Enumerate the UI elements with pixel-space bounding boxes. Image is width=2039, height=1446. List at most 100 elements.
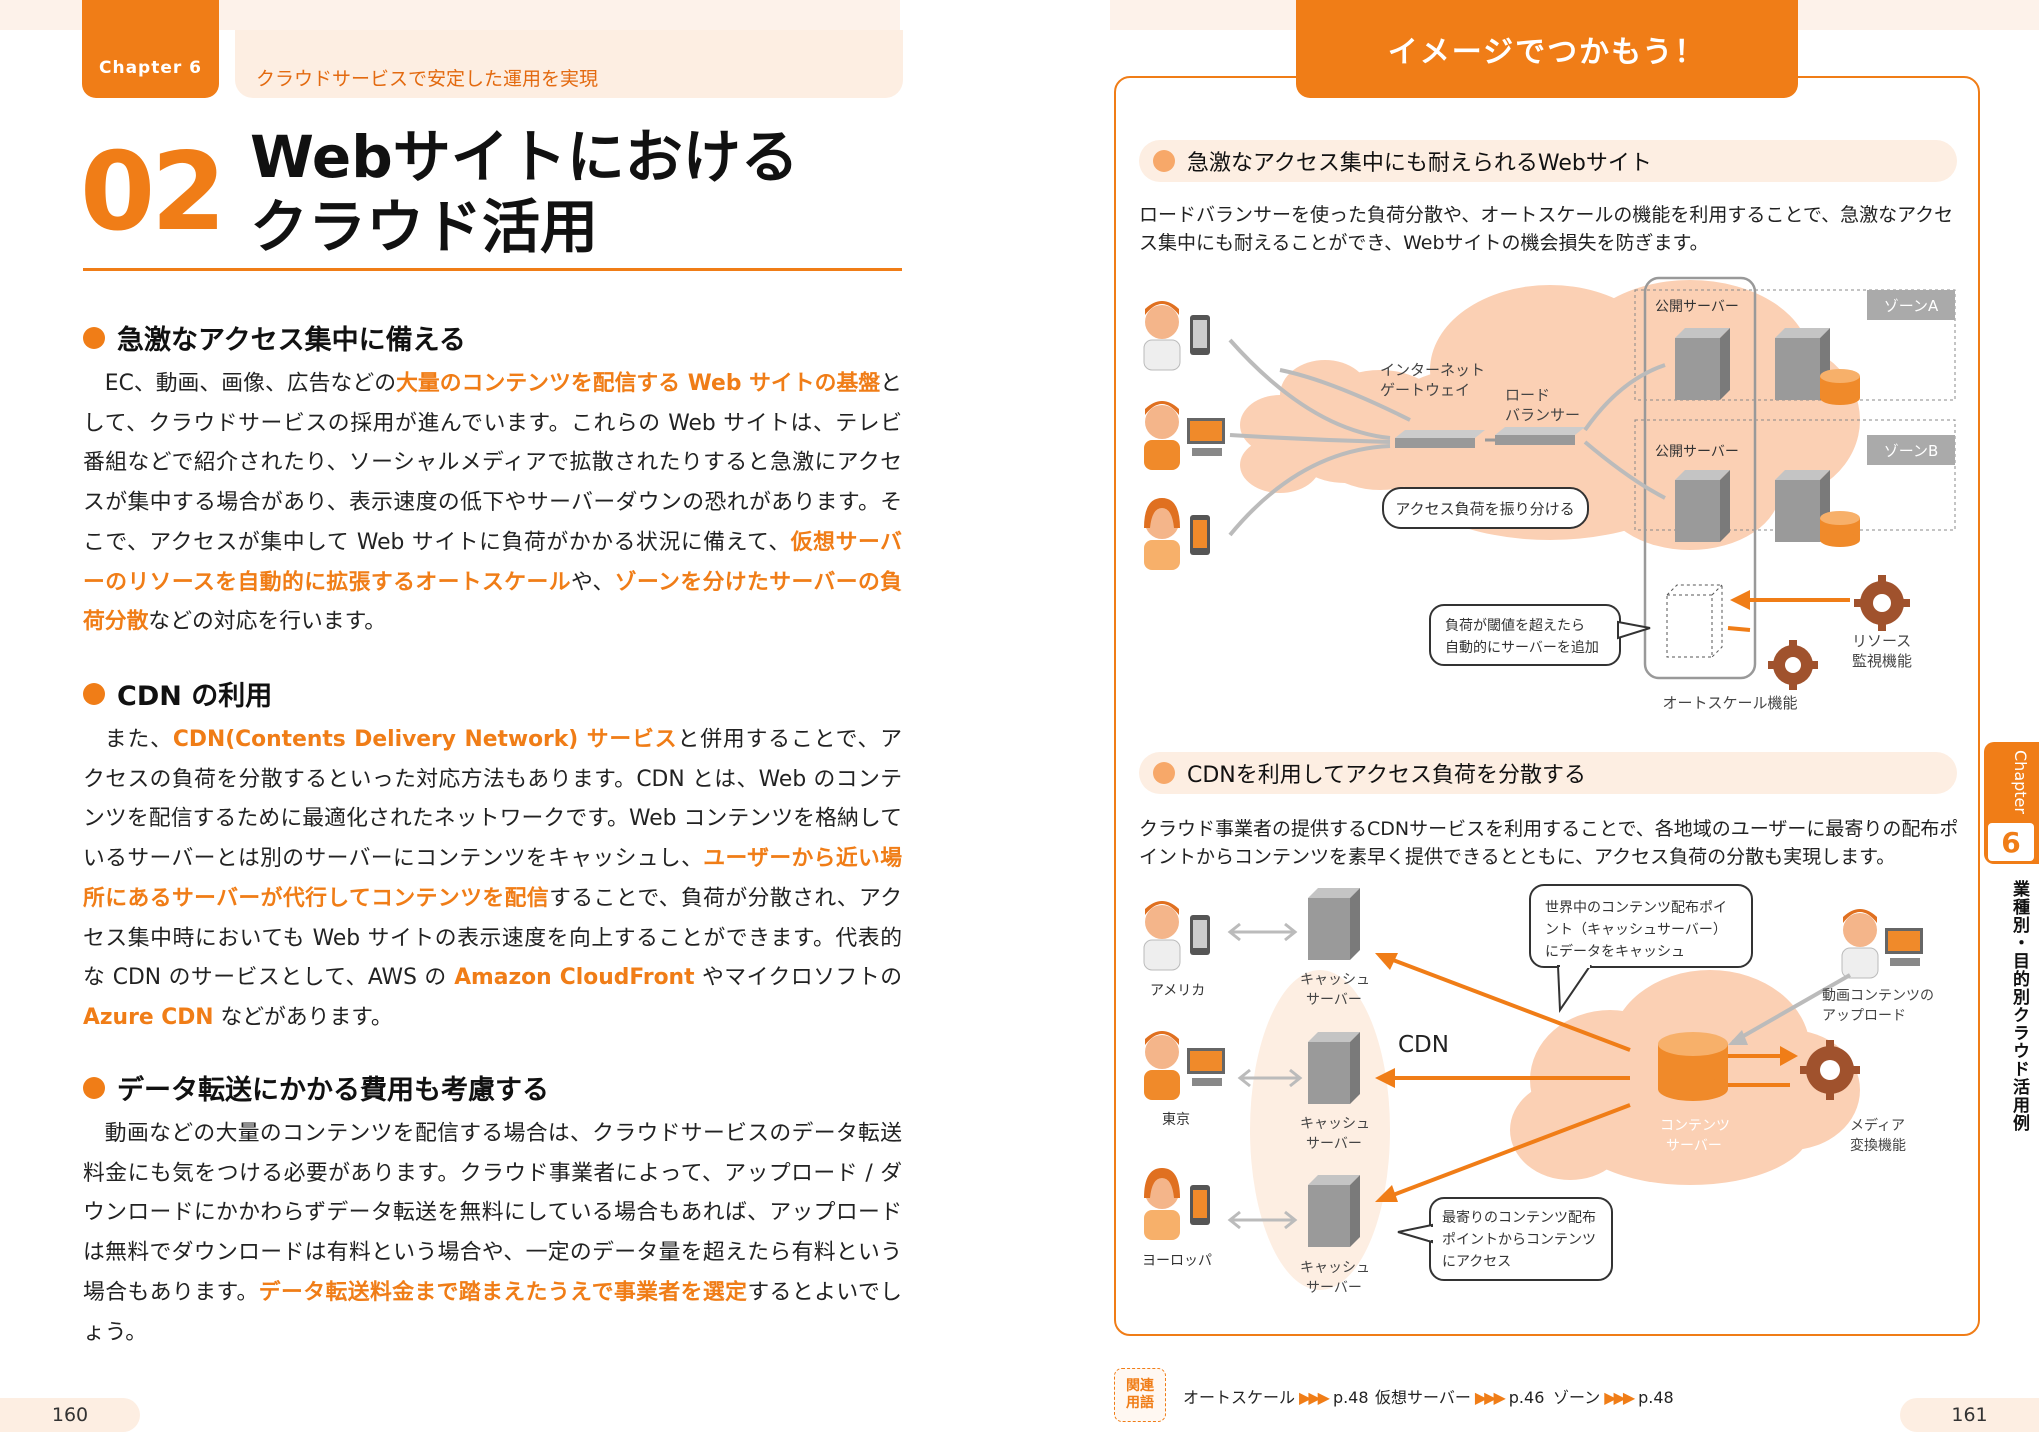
paragraph-access-surge: EC、動画、画像、広告などの大量のコンテンツを配信する Web サイトの基盤とし… — [83, 364, 902, 642]
side-chapter-label: Chapter — [2011, 750, 2030, 814]
cache-server-icon — [1308, 1032, 1360, 1104]
desktop-pc-icon — [1885, 928, 1923, 966]
body-text: として、クラウドサービスの採用が進んでいます。これらの Web サイトは、テレビ… — [83, 371, 902, 555]
server-icon — [1775, 470, 1830, 542]
callout-add-line1: 負荷が閾値を超えたら — [1445, 618, 1585, 634]
monitor-label-2: 監視機能 — [1852, 652, 1912, 670]
related-term-page: p.48 — [1638, 1388, 1674, 1407]
diagram1-heading: 急激なアクセス集中にも耐えられるWebサイト — [1139, 140, 1957, 182]
diagram-load-balancing: ゾーンA ゾーンB 公開サーバー 公開サーバー — [1143, 276, 1956, 712]
user-avatar-icon — [1144, 401, 1180, 470]
paragraph-body: また、CDN(Contents Delivery Network) サービスと併… — [83, 720, 902, 1038]
body-text: EC、動画、画像、広告などの — [104, 371, 397, 396]
label-tokyo: 東京 — [1162, 1112, 1190, 1128]
highlight-text: CDN(Contents Delivery Network) サービス — [172, 727, 678, 752]
related-term-text: ゾーン — [1553, 1388, 1601, 1407]
monitor-arrows — [1727, 598, 1850, 632]
media-label-2: 変換機能 — [1850, 1137, 1906, 1154]
user-avatar-icon — [1144, 1031, 1180, 1100]
autoscale-label: オートスケール機能 — [1662, 694, 1797, 712]
bullet-dot-icon — [1153, 150, 1175, 172]
arrowhead — [1728, 1030, 1748, 1045]
section-title-line1: Webサイトにおける — [250, 123, 799, 191]
content-cloud — [1510, 970, 1860, 1185]
access-arrows — [1228, 338, 1411, 537]
paragraph-data-transfer: 動画などの大量のコンテンツを配信する場合は、クラウドサービスのデータ転送料金にも… — [83, 1114, 902, 1352]
highlight-text: データ転送料金まで踏まえたうえで事業者を選定 — [258, 1279, 748, 1305]
monitor-label-1: リソース — [1852, 632, 1911, 650]
body-text: やマイクロソフトの — [694, 965, 902, 991]
body-text: することで、負荷が分散され、アクセス集中時においても Web サイトの表示速度を… — [83, 885, 902, 991]
database-icon — [1820, 511, 1860, 547]
heading-text: CDN の利用 — [117, 681, 273, 712]
user-avatar-icon — [1144, 498, 1180, 570]
related-term-virtual-server[interactable]: 仮想サーバー▶▶▶p.46 — [1375, 1384, 1544, 1408]
section-number: 02 — [80, 130, 226, 255]
cache-label: キャッシュ — [1300, 1116, 1370, 1132]
added-server-icon — [1666, 584, 1723, 658]
related-term-autoscale[interactable]: オートスケール▶▶▶p.48 — [1183, 1384, 1369, 1408]
section-title-line2: クラウド活用 — [250, 193, 599, 261]
zone-a-tag — [1867, 290, 1955, 320]
triple-arrow-icon: ▶▶▶ — [1474, 1388, 1506, 1407]
heading-access-surge: 急激なアクセス集中に備える — [83, 318, 466, 357]
internet-gateway-icon — [1395, 430, 1485, 448]
media-label-1: メディア — [1850, 1117, 1905, 1134]
side-chapter-number: 6 — [1988, 823, 2034, 861]
label-america: アメリカ — [1150, 983, 1205, 999]
callout-near-line3: にアクセス — [1442, 1254, 1511, 1270]
heading-data-transfer: データ転送にかかる費用も考慮する — [83, 1068, 549, 1107]
related-term-page: p.48 — [1332, 1388, 1369, 1407]
callout-lb: アクセス負荷を振り分ける — [1382, 487, 1589, 529]
related-term-text: 仮想サーバー — [1375, 1388, 1471, 1407]
callout-world: 世界中のコンテンツ配布ポイ ント（キャッシュサーバー） にデータをキャッシュ — [1529, 884, 1753, 1014]
lb-arrows — [1583, 363, 1666, 500]
body-text: するとよいでしょう。 — [83, 1279, 902, 1345]
paragraph-body: EC、動画、画像、広告などの大量のコンテンツを配信する Web サイトの基盤とし… — [83, 364, 902, 642]
gateway-label-2: ゲートウェイ — [1380, 381, 1470, 399]
callout-world-line2: ント（キャッシュサーバー） — [1545, 922, 1727, 938]
diagram1-description: ロードバランサーを使った負荷分散や、オートスケールの機能を利用することで、急激な… — [1139, 204, 1954, 254]
image-tab: イメージでつかもう！ — [1296, 0, 1798, 98]
body-text: と併用することで、アクセスの負荷を分散するといった対応方法もあります。CDN と… — [83, 727, 902, 872]
related-term-zone[interactable]: ゾーン▶▶▶p.48 — [1553, 1384, 1674, 1408]
diagram2-description: クラウド事業者の提供するCDNサービスを利用することで、各地域のユーザーに最寄り… — [1139, 818, 1959, 868]
smartphone-icon — [1190, 515, 1210, 555]
database-icon — [1820, 369, 1860, 405]
server-icon — [1675, 470, 1730, 542]
gear-icon — [1800, 1040, 1860, 1100]
related-term-text: オートスケール — [1183, 1388, 1296, 1407]
related-term-page: p.46 — [1508, 1388, 1545, 1407]
body-text: などの対応を行います。 — [148, 609, 386, 635]
cache-label: キャッシュ — [1300, 972, 1370, 988]
cache-server-icon — [1308, 888, 1360, 960]
server-icon — [1675, 328, 1730, 400]
body-text: また、 — [104, 727, 173, 752]
related-label-2: 用語 — [1126, 1395, 1154, 1411]
user-avatar-icon — [1143, 301, 1181, 371]
content-server-label-1: コンテンツ — [1660, 1118, 1730, 1134]
paragraph-body: 動画などの大量のコンテンツを配信する場合は、クラウドサービスのデータ転送料金にも… — [83, 1114, 902, 1352]
callout-nearest: 最寄りのコンテンツ配布 ポイントからコンテンツ にアクセス — [1397, 1197, 1613, 1281]
diagram-cdn: アメリカ 東京 ヨーロッパ キャッシュ サーバー キャッシュ サーバー キャッシ… — [1142, 884, 1934, 1296]
smartphone-icon — [1190, 915, 1210, 955]
page-number-right: 161 — [1900, 1398, 2039, 1432]
callout-add-line2: 自動的にサーバーを追加 — [1445, 640, 1599, 656]
bullet-dot-icon — [83, 326, 105, 349]
diagram1-heading-text: 急激なアクセス集中にも耐えられるWebサイト — [1187, 151, 1652, 176]
content-server-label-2: サーバー — [1666, 1138, 1722, 1154]
callout-autoscale: 負荷が閾値を超えたら 自動的にサーバーを追加 — [1429, 604, 1651, 666]
cache-label: サーバー — [1306, 1280, 1362, 1296]
arrowhead — [1730, 590, 1750, 610]
chapter-title: クラウドサービスで安定した運用を実現 — [256, 68, 599, 90]
zone-b-tag — [1867, 435, 1955, 465]
public-server-label-b: 公開サーバー — [1655, 444, 1739, 460]
zone-a-label: ゾーンA — [1884, 297, 1939, 315]
related-label-1: 関連 — [1126, 1378, 1154, 1394]
title-underline — [83, 268, 902, 271]
public-server-group — [1643, 276, 1757, 680]
gear-icon — [1768, 640, 1818, 690]
triple-arrow-icon: ▶▶▶ — [1604, 1388, 1635, 1407]
highlight-text: Azure CDN — [83, 1004, 214, 1030]
user-cache-arrows — [1227, 922, 1303, 1230]
